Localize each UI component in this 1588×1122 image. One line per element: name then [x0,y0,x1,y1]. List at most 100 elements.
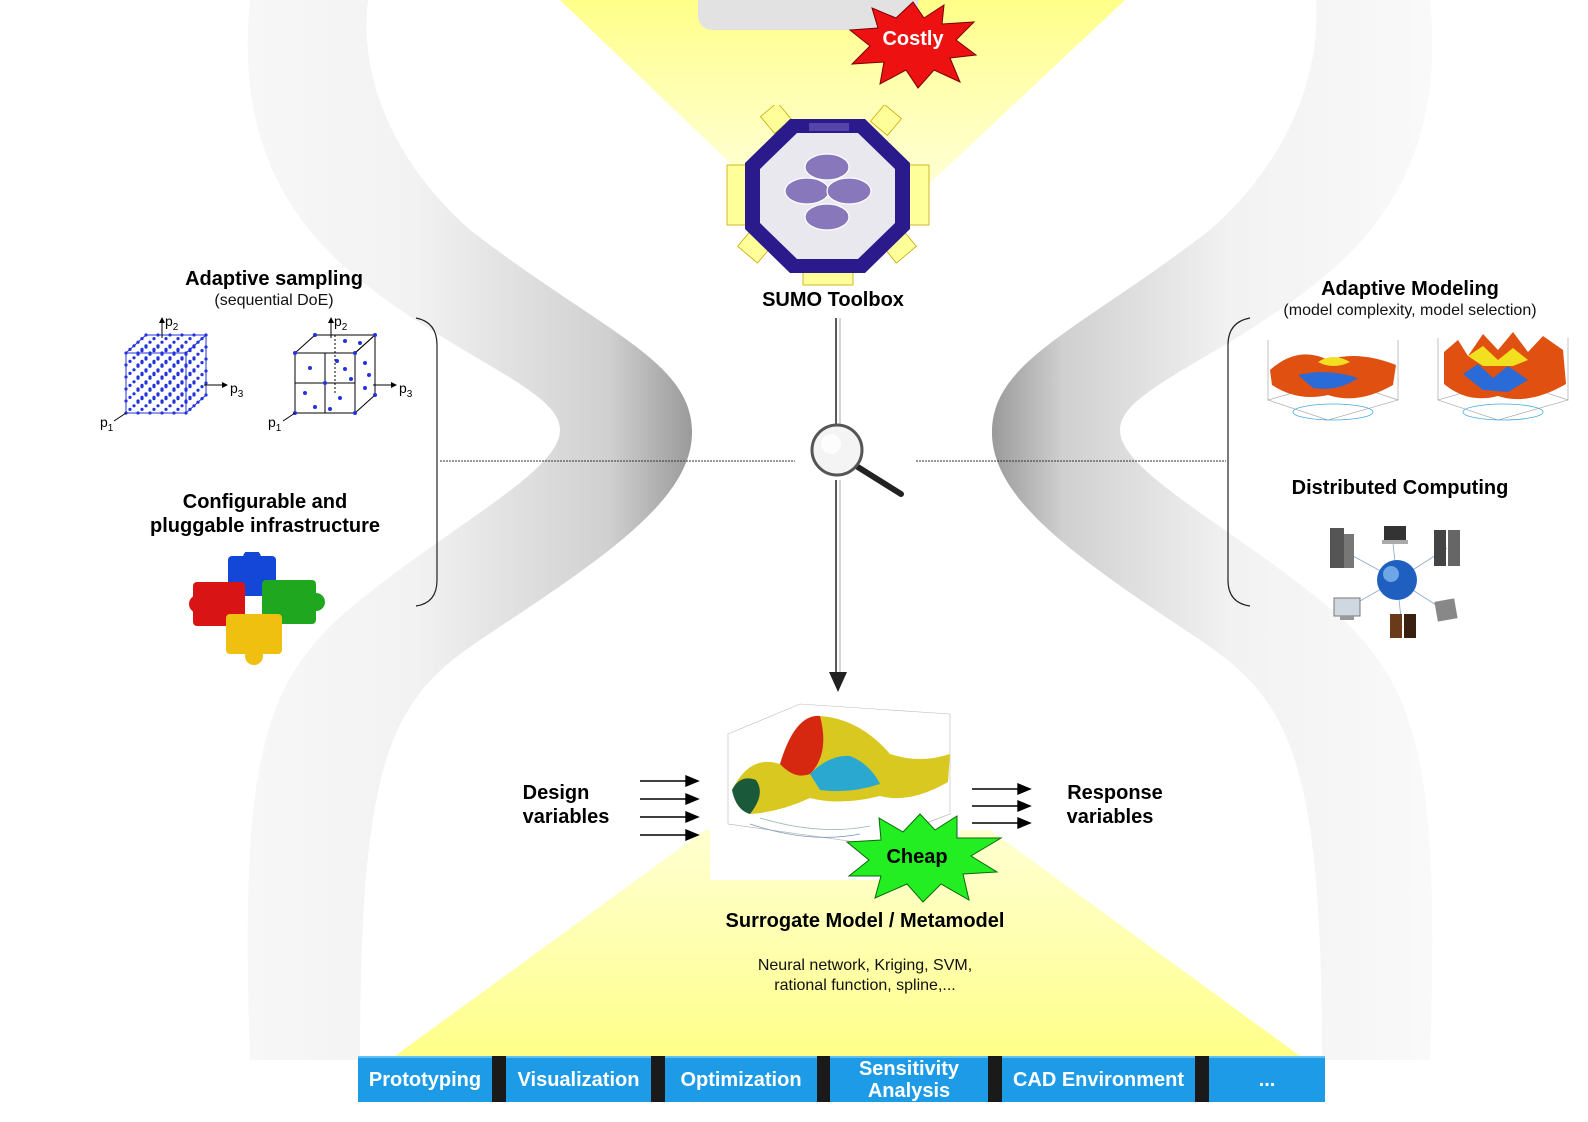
grid-sample-point [204,357,208,361]
infrastructure-title-line2: pluggable infrastructure [149,515,381,537]
app-prototyping[interactable]: Prototyping [358,1056,492,1102]
grid-sample-point [128,347,132,351]
grid-sample-point [196,400,200,404]
grid-sample-point [204,369,208,373]
design-variable-arrows-icon [640,774,700,842]
infrastructure-title-line1: Configurable and [182,491,348,513]
grid-sample-point [176,385,180,389]
grid-sample-point [128,395,132,399]
grid-sample-point [168,345,172,349]
grid-sample-point [156,345,160,349]
grid-sample-point [164,407,168,411]
grid-sample-point [136,340,140,344]
grid-sample-point [128,359,132,363]
grid-sample-point [124,363,128,367]
grid-sample-point [180,333,184,337]
grid-sample-point [140,407,144,411]
cheap-label: Cheap [886,846,948,868]
grid-sample-point [148,388,152,392]
grid-sample-point [176,407,180,411]
grid-sample-point [188,385,192,389]
design-variables-line2: variables [522,806,610,828]
grid-sample-point [124,399,128,403]
axis-p1-label: p1 [100,414,114,434]
grid-sample-point [168,333,172,337]
grid-sample-point [148,340,152,344]
grid-sample-point [124,351,128,355]
surface-plot-smooth-icon [1266,340,1400,421]
grid-sample-point [136,400,140,404]
grid-sample-point [152,361,156,365]
magnifier-icon [810,423,904,497]
grid-sample-point [184,352,188,356]
app-more[interactable]: ... [1209,1056,1325,1102]
grid-sample-point [204,345,208,349]
grid-sample-point [160,411,164,415]
response-variables-line1: Response [1067,782,1163,804]
adaptive-modeling-title: Adaptive Modeling [1321,278,1499,300]
grid-sample-point [172,352,176,356]
app-cad-environment[interactable]: CAD Environment [1002,1056,1195,1102]
grid-sample-point [156,404,160,408]
app-separator [651,1056,665,1102]
design-variables-line1: Design [522,782,590,804]
adaptive-modeling-subtitle: (model complexity, model selection) [1283,302,1537,319]
grid-sample-point [200,349,204,353]
grid-sample-point [192,393,196,397]
grid-sample-point [172,411,176,415]
grid-sample-point [172,400,176,404]
app-optimization[interactable]: Optimization [665,1056,817,1102]
grid-sample-point [172,364,176,368]
grid-sample-point [136,352,140,356]
grid-sample-point [168,357,172,361]
grid-sample-point [200,361,204,365]
grid-sample-point [176,349,180,353]
grid-sample-point [196,364,200,368]
grid-sample-point [196,376,200,380]
grid-sample-point [136,388,140,392]
grid-sample-point [148,364,152,368]
grid-sample-point [164,337,168,341]
grid-sample-point [128,407,132,411]
grid-sample-point [160,340,164,344]
grid-sample-point [148,352,152,356]
grid-sample-point [136,411,140,415]
grid-sample-point [200,337,204,341]
grid-sample-point [200,373,204,377]
axis-p2-label: p2 [165,313,179,333]
grid-sample-point [132,404,136,408]
axis-p2-label-2: p2 [334,313,348,333]
grid-sample-point [184,376,188,380]
sumo-toolbox-label: SUMO Toolbox [762,289,904,311]
sparse-sampling-cube-icon [282,317,397,422]
grid-sample-point [176,373,180,377]
grid-sample-point [144,333,148,337]
axis-p1-label-2: p1 [268,414,282,434]
grid-sample-point [172,376,176,380]
app-visualization[interactable]: Visualization [506,1056,651,1102]
grid-sample-point [160,352,164,356]
app-sensitivity-analysis[interactable]: Sensitivity Analysis [830,1056,988,1102]
grid-sample-point [200,397,204,401]
grid-sample-point [144,381,148,385]
grid-sample-point [180,345,184,349]
grid-sample-point [140,361,144,365]
grid-sample-point [196,352,200,356]
grid-sample-point [164,373,168,377]
costly-label: Costly [882,28,944,50]
surrogate-model-types-line1: Neural network, Kriging, SVM, [757,957,973,974]
grid-sample-point [132,380,136,384]
grid-sample-point [168,369,172,373]
grid-sample-point [168,381,172,385]
grid-sample-point [188,361,192,365]
axis-p3-label-2: p3 [399,380,413,400]
grid-sample-point [180,357,184,361]
grid-sample-point [168,404,172,408]
grid-sample-point [148,400,152,404]
surface-plot-rough-icon [1436,332,1570,421]
grid-sample-point [180,393,184,397]
axis-p3-label: p3 [230,380,244,400]
grid-sample-point [148,376,152,380]
grid-sample-point [144,369,148,373]
